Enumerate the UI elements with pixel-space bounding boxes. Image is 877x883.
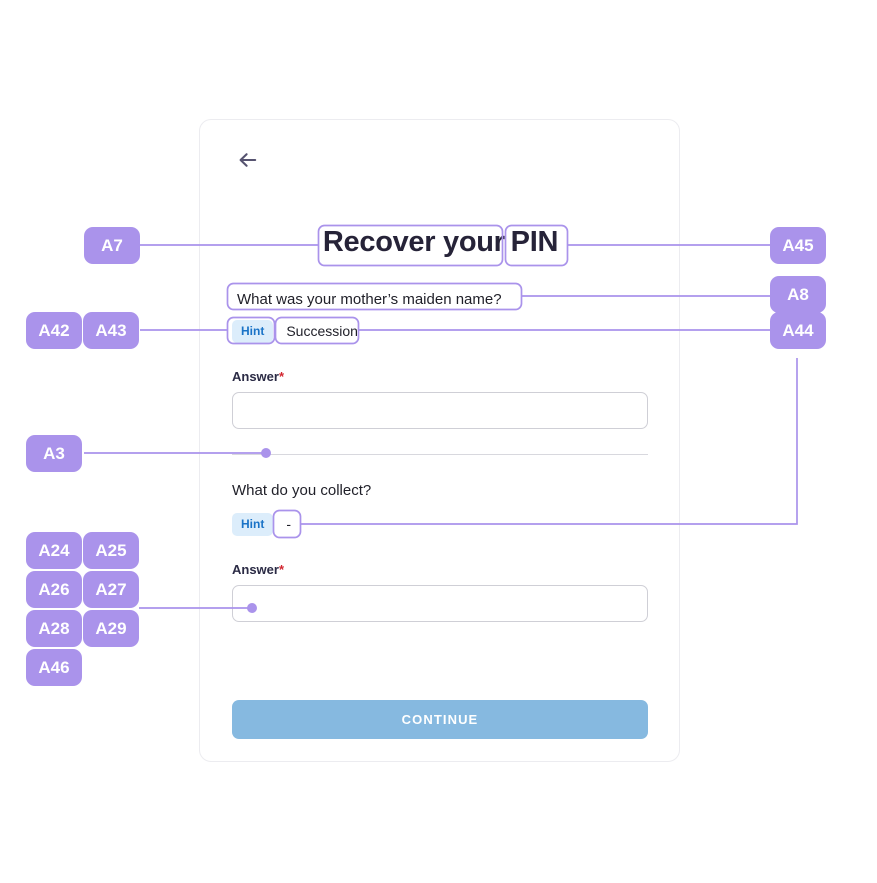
- annotation-chip-a28[interactable]: A28: [26, 610, 82, 647]
- security-question-1-hint-row: Hint Succession: [232, 320, 364, 344]
- annotation-chip-a45[interactable]: A45: [770, 227, 826, 264]
- page-title-segment-2: PIN: [510, 226, 559, 258]
- annotation-chip-a44[interactable]: A44: [770, 312, 826, 349]
- annotation-chip-a42[interactable]: A42: [26, 312, 82, 349]
- arrow-left-icon: [238, 152, 258, 168]
- annotation-chip-a29[interactable]: A29: [83, 610, 139, 647]
- annotation-chip-a26[interactable]: A26: [26, 571, 82, 608]
- annotation-chip-a3[interactable]: A3: [26, 435, 82, 472]
- annotation-chip-a24[interactable]: A24: [26, 532, 82, 569]
- continue-button[interactable]: CONTINUE: [232, 700, 648, 739]
- answer-label-1-text: Answer: [232, 369, 279, 384]
- annotation-chip-a27[interactable]: A27: [83, 571, 139, 608]
- hint-badge-1: Hint: [232, 320, 274, 344]
- required-asterisk-1: *: [278, 369, 285, 384]
- page-title-segment-1: Recover your: [322, 226, 505, 258]
- security-question-1-text: What was your mother’s maiden name?: [237, 291, 502, 308]
- hint-badge-2: Hint: [232, 513, 274, 537]
- required-asterisk-2: *: [278, 562, 285, 577]
- annotation-chip-a8[interactable]: A8: [770, 276, 826, 313]
- annotation-chip-a7[interactable]: A7: [84, 227, 140, 264]
- answer-label-1: Answer*: [232, 369, 284, 384]
- back-button[interactable]: [233, 147, 263, 173]
- section-divider: [232, 454, 648, 455]
- answer-label-2-text: Answer: [232, 562, 279, 577]
- answer-input-1[interactable]: [232, 392, 648, 429]
- hint-value-2: -: [286, 516, 291, 532]
- answer-label-2: Answer*: [232, 562, 284, 577]
- security-question-2-hint-row: Hint -: [232, 513, 297, 537]
- hint-value-1: Succession: [286, 323, 358, 339]
- annotation-chip-a43[interactable]: A43: [83, 312, 139, 349]
- annotation-chip-a46[interactable]: A46: [26, 649, 82, 686]
- security-question-2-text: What do you collect?: [232, 482, 372, 499]
- answer-input-2[interactable]: [232, 585, 648, 622]
- annotation-chip-a25[interactable]: A25: [83, 532, 139, 569]
